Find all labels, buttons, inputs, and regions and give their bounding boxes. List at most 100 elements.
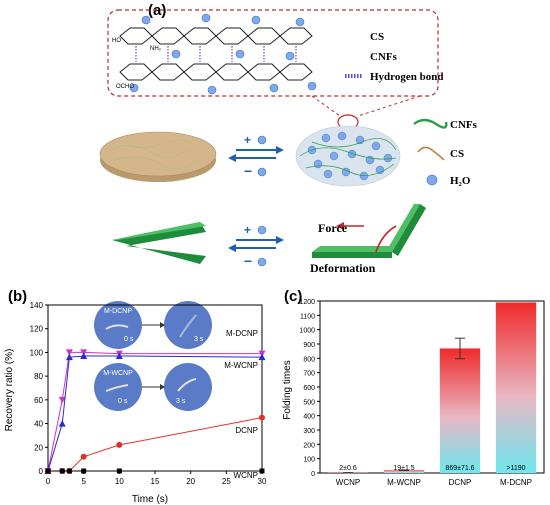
reversible-arrows-top: + −	[228, 133, 284, 179]
water-icon-minus-bottom	[257, 257, 267, 267]
right-legend-h2o: H₂O	[450, 175, 471, 187]
photo-label-3s-bottom: 3 s	[176, 398, 186, 405]
water-icon-plus-bottom	[257, 225, 267, 235]
wet-film	[295, 125, 401, 187]
c-y-tick-label-1: 100	[303, 457, 315, 464]
y-tick-label-6: 120	[30, 325, 44, 334]
panel-a-illustration: HO NH₂ OCHO CS CNFs Hydrogen bond + − CN…	[99, 9, 478, 275]
point-wcnp-3	[81, 468, 87, 474]
bar-m-wcnp	[383, 470, 425, 473]
y-tick-label-3: 60	[34, 396, 43, 405]
x-tick-label-5: 25	[222, 477, 231, 486]
photo-m-wcnp-3s	[164, 363, 212, 411]
inset-photos: M-DCNP 0 s 3 s M-WCNP 0 s 3 s	[94, 301, 212, 411]
chart-b-ylabel: Recovery ratio (%)	[4, 349, 15, 432]
legend-cs-symbol	[417, 146, 445, 161]
c-y-tick-label-0: 0	[311, 471, 315, 478]
minus-water-bottom: −	[244, 253, 252, 269]
series-label-m-dcnp: M-DCNP	[226, 329, 258, 338]
folded-film	[112, 222, 206, 264]
water-molecules-inset	[129, 13, 317, 95]
category-label-dcnp: DCNP	[449, 478, 472, 487]
recovery-ratio-chart: Recovery ratio (%) Time (s) M-DCNP 0 s 3…	[4, 301, 267, 505]
c-y-tick-label-6: 600	[303, 385, 315, 392]
water-icon-minus-top	[257, 167, 267, 177]
c-y-tick-label-8: 800	[303, 356, 315, 363]
c-y-tick-label-3: 300	[303, 428, 315, 435]
series-line-m-dcnp	[47, 351, 262, 472]
chart-c-ylabel: Folding times	[282, 360, 293, 419]
legend-water-symbol	[426, 174, 438, 186]
bar-m-dcnp	[495, 302, 537, 473]
point-wcnp-1	[59, 468, 65, 474]
point-dcnp-5	[259, 414, 265, 421]
right-legend-cs: CS	[450, 148, 464, 160]
c-y-tick-label-12: 1200	[299, 299, 315, 306]
force-label: Force	[318, 221, 348, 235]
panel-a-label: (a)	[148, 2, 167, 19]
point-wcnp-5	[259, 468, 265, 474]
c-y-tick-label-4: 400	[303, 414, 315, 421]
data-label-m-wcnp: 19±1.5	[393, 465, 414, 472]
x-tick-label-6: 30	[258, 477, 267, 486]
category-label-wcnp: WCNP	[336, 478, 360, 487]
photo-label-3s-top: 3 s	[194, 336, 204, 343]
photo-label-0s-bottom: 0 s	[118, 398, 128, 405]
panel-b-label: (b)	[8, 288, 28, 305]
polymer-chain-bottom	[119, 63, 313, 81]
deformation-arc	[375, 225, 397, 253]
photo-label-m-wcnp: M-WCNP	[103, 370, 133, 377]
minus-water-top: −	[244, 163, 252, 179]
category-label-m-wcnp: M-WCNP	[387, 478, 421, 487]
point-m-wcnp-5	[258, 353, 266, 361]
legend-cnfs-symbol	[413, 118, 448, 129]
point-m-wcnp-3	[80, 352, 88, 359]
data-label-wcnp: 2±0.6	[339, 465, 357, 472]
point-m-wcnp-4	[115, 352, 123, 359]
point-dcnp-4	[116, 441, 123, 448]
x-tick-label-0: 0	[46, 477, 51, 486]
label-ocho: OCHO	[116, 84, 134, 90]
zoom-connector-left	[311, 95, 341, 117]
water-icon-plus-top	[257, 135, 267, 145]
chart-b-xlabel: Time (s)	[132, 494, 168, 505]
panel-c-label: (c)	[284, 288, 303, 305]
y-tick-label-4: 80	[34, 372, 43, 381]
point-m-dcnp-1	[58, 396, 66, 404]
category-label-m-dcnp: M-DCNP	[500, 478, 532, 487]
label-ho: HO	[112, 38, 121, 44]
series-line-dcnp	[48, 417, 263, 472]
dry-film	[99, 131, 217, 177]
point-m-dcnp-2	[65, 349, 73, 356]
point-m-wcnp-2	[65, 353, 73, 361]
c-y-tick-label-10: 1000	[299, 328, 315, 335]
series-label-dcnp: DCNP	[235, 426, 258, 435]
data-label-m-dcnp: >1190	[506, 465, 525, 472]
bent-film	[312, 246, 400, 252]
y-tick-label-7: 140	[30, 301, 44, 310]
point-dcnp-3	[80, 453, 87, 460]
photo-label-0s-top: 0 s	[124, 336, 134, 343]
series-label-wcnp: WCNP	[234, 471, 258, 480]
reversible-arrows-bottom: + −	[228, 223, 284, 269]
plus-water-bottom: +	[244, 223, 251, 237]
zoom-connector-right	[357, 95, 421, 117]
data-label-dcnp: 869±71.6	[445, 465, 474, 472]
polymer-chain-top	[119, 27, 313, 45]
c-y-tick-label-5: 500	[303, 399, 315, 406]
deformation-label: Deformation	[310, 261, 376, 275]
label-nh2: NH₂	[150, 46, 162, 52]
point-wcnp-2	[66, 468, 72, 474]
folding-times-chart: Folding times 01002003004005006007008009…	[282, 299, 545, 487]
y-tick-label-0: 0	[39, 467, 44, 476]
plus-water-top: +	[244, 133, 251, 147]
x-tick-label-4: 20	[186, 477, 195, 486]
hydrogen-bonds	[135, 46, 297, 62]
inset-legend-cs: CS	[370, 31, 384, 43]
y-tick-label-2: 40	[34, 420, 43, 429]
x-tick-label-2: 10	[115, 477, 124, 486]
series-line-m-wcnp	[47, 355, 263, 472]
inset-legend-hbond: Hydrogen bond	[370, 71, 443, 83]
right-legend-cnfs: CNFs	[450, 119, 478, 131]
bar-dcnp	[439, 348, 481, 473]
